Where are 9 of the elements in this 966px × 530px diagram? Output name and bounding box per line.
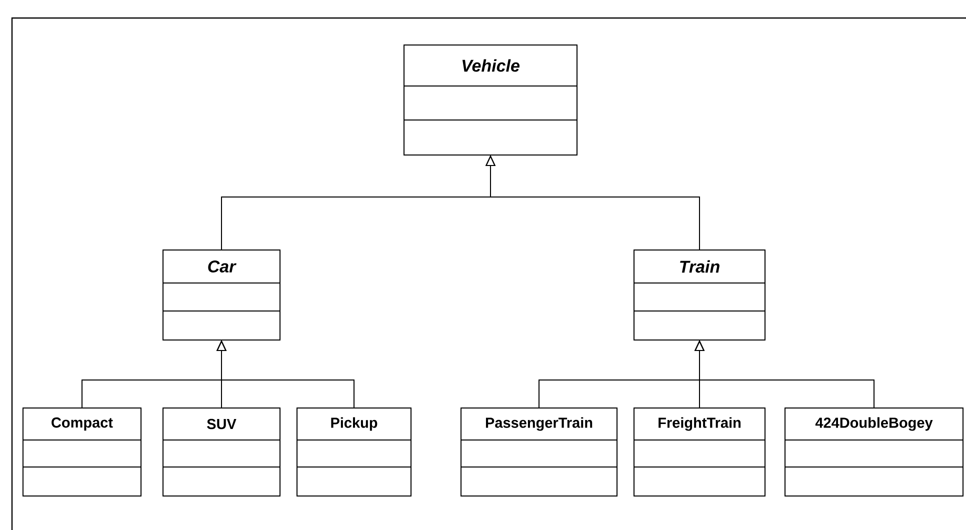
- class-box: Car: [162, 250, 280, 340]
- class-box: Pickup: [296, 408, 412, 496]
- class-box: Train: [634, 250, 766, 340]
- class-box: Compact: [22, 408, 142, 496]
- class-box: 424DoubleBogey: [784, 408, 964, 496]
- class-box: SUV: [162, 408, 280, 496]
- class-box: PassengerTrain: [460, 408, 618, 496]
- class-box: Vehicle: [404, 44, 578, 156]
- class-box: FreightTrain: [634, 408, 766, 496]
